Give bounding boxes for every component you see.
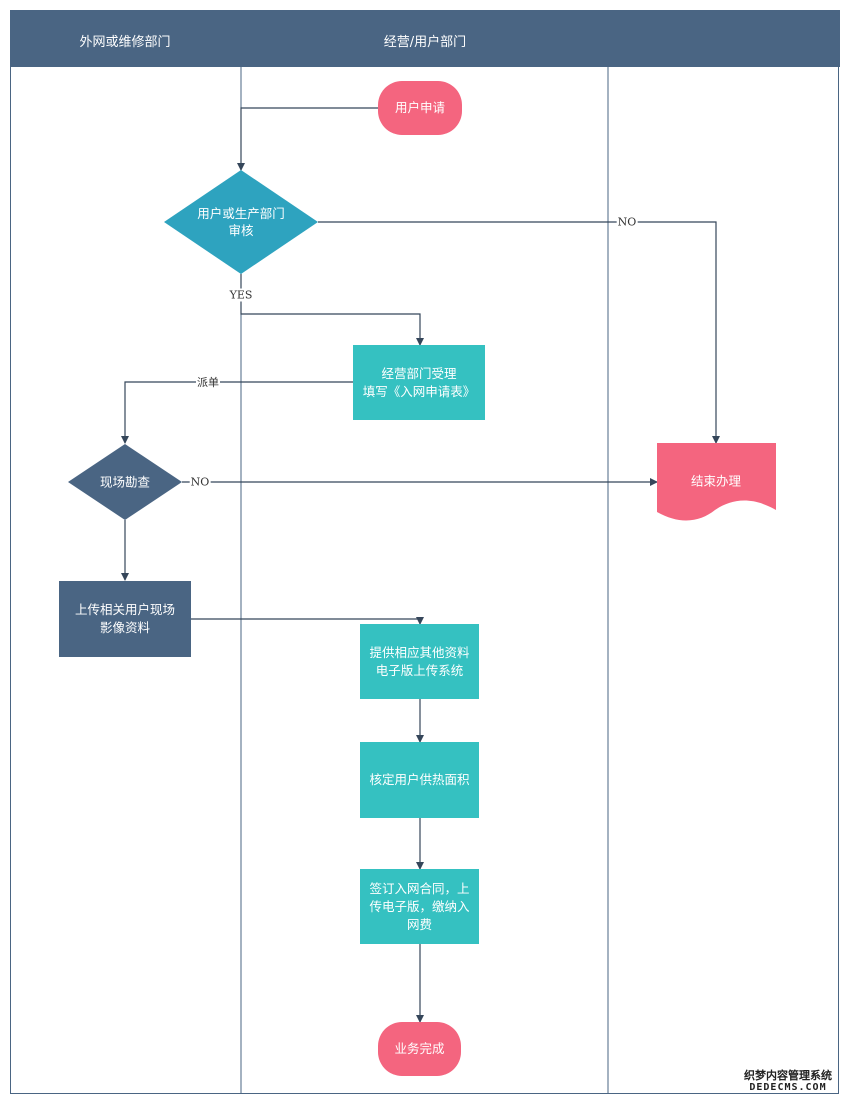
process-accept[interactable]: 经营部门受理 填写《入网申请表》 [353,345,485,420]
process-provide-docs[interactable]: 提供相应其他资料 电子版上传系统 [360,624,479,699]
lane-title-business: 经营/用户部门 [383,35,467,50]
edge-label-review-yes: YES [228,288,254,302]
edge-dispatch [121,381,353,444]
edge-review-yes [240,274,424,346]
edge-upload-provide [191,617,424,625]
decision-review[interactable]: 用户或生产部门 审核 [197,206,285,238]
edge-label-review-no: NO [616,215,638,229]
lane-title-maintenance: 外网或维修部门 [79,35,171,50]
process-sign-contract[interactable]: 签订入网合同，上 传电子版，缴纳入 网费 [360,869,479,944]
swimlane-header [10,10,840,67]
edge-label-survey-no: NO [189,475,211,489]
document-end-shape [657,443,776,521]
edge-label-dispatch: 派单 [196,374,220,390]
edge-review-no [318,221,720,444]
watermark-line2: DEDECMS.COM [749,1082,827,1093]
decision-survey-shape [68,444,182,520]
watermark-line1: 织梦内容管理系统 [744,1069,832,1082]
start-node[interactable]: 用户申请 [378,81,462,135]
decision-survey[interactable]: 现场勘查 [99,474,151,490]
end-node[interactable]: 业务完成 [378,1022,461,1076]
decision-review-shape [164,170,318,274]
document-end-process[interactable]: 结束办理 [690,473,742,489]
watermark: 织梦内容管理系统 DEDECMS.COM [738,1070,838,1094]
process-upload-images[interactable]: 上传相关用户现场 影像资料 [59,581,191,657]
process-verify-area[interactable]: 核定用户供热面积 [360,742,479,818]
edge-start-review [237,107,378,171]
